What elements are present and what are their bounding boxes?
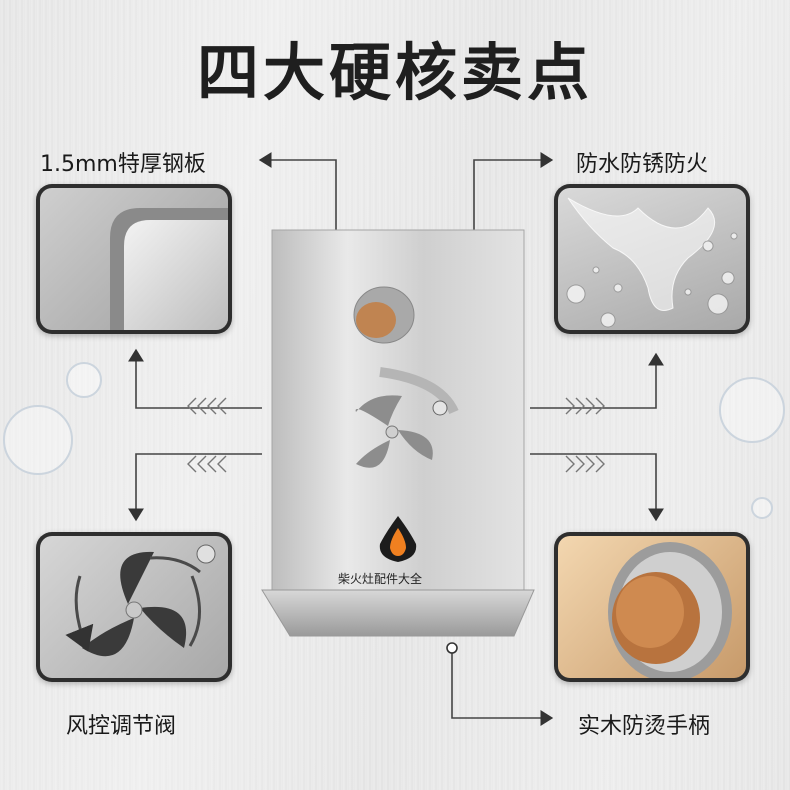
- brand-text: 柴火灶配件大全: [338, 572, 423, 586]
- feature-label-waterproof: 防水防锈防火: [576, 152, 709, 177]
- wooden-knob-icon: [608, 542, 732, 678]
- feature-label-steel-plate: 1.5mm特厚钢板: [40, 152, 206, 177]
- panel-wooden-handle: [554, 532, 750, 682]
- feature-label-wooden-handle: 实木防烫手柄: [578, 714, 711, 739]
- page-title: 四大硬核卖点: [196, 36, 593, 109]
- feature-label-air-valve: 风控调节阀: [66, 714, 177, 739]
- flame-logo-icon: [379, 516, 417, 562]
- panel-waterproof: [554, 184, 750, 334]
- panel-steel-plate: [36, 184, 232, 334]
- panel-air-valve: [36, 532, 232, 682]
- water-bubble-icon: [3, 362, 785, 519]
- fan-valve-icon: [65, 544, 216, 657]
